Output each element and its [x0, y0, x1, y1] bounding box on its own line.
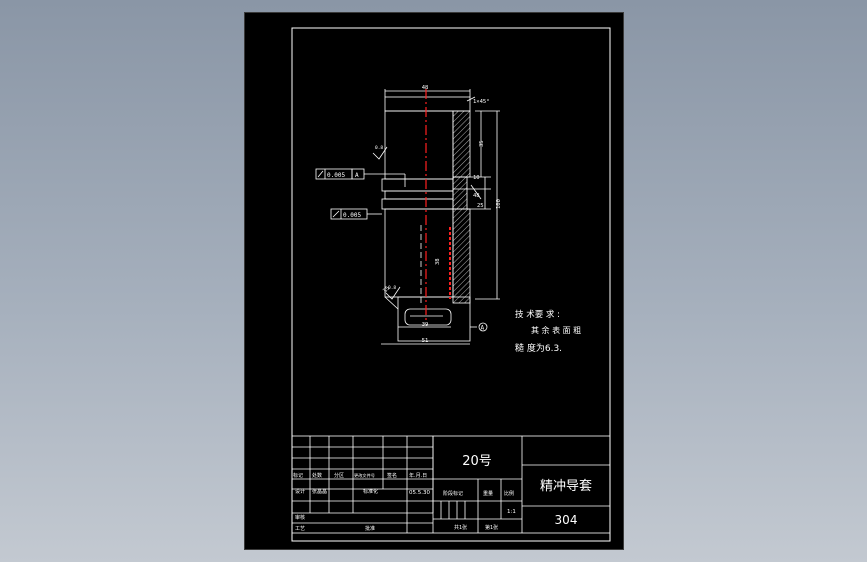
datum-label: A — [481, 325, 485, 332]
runout-value: 0.005 — [343, 212, 361, 219]
dim-base-width: 51 — [422, 338, 429, 344]
dim-inner-width: 39 — [422, 322, 429, 328]
tech-req-line2: 其 余 表 面 粗 — [531, 325, 581, 335]
drawing-frame — [291, 27, 611, 542]
tech-req-line3: 糙 度为6.3. — [515, 342, 562, 354]
scale-value: 1:1 — [507, 509, 516, 515]
weight-label: 重量 — [483, 490, 493, 497]
part-view — [372, 89, 500, 345]
section-hatch — [452, 110, 471, 304]
drawing-canvas: 48 1×45° 100 35 10 48 25 38 35 39 51 0.8… — [291, 27, 611, 542]
sheet-total: 共1张 — [454, 524, 467, 531]
flatness-datum: A — [355, 172, 359, 179]
dim-right-small-b: 48 — [473, 193, 480, 199]
dim-right-small-c: 25 — [477, 203, 484, 209]
dim-chamfer: 1×45° — [473, 99, 490, 105]
dim-bore: 38 — [435, 258, 441, 265]
design-label: 设计 — [295, 488, 305, 495]
roughness-a: 0.8 — [375, 145, 383, 151]
header-sign: 签名 — [387, 472, 397, 479]
drawing-number: 304 — [555, 513, 578, 527]
design-date: 05.5.30 — [409, 490, 430, 496]
flatness-frame — [315, 168, 406, 187]
dim-right-upper: 35 — [479, 140, 485, 147]
material: 20号 — [462, 454, 492, 469]
header-mark: 标记 — [293, 472, 303, 479]
process-label: 工艺 — [295, 526, 305, 532]
dim-right-small-a: 10 — [473, 175, 480, 181]
part-name: 精冲导套 — [540, 478, 592, 494]
dim-top-width: 48 — [422, 85, 429, 91]
runout-frame — [330, 208, 382, 220]
header-count: 处数 — [312, 472, 322, 479]
title-block-header-row: 标记 处数 分区 更改文件号 签名 年.月.日 — [293, 472, 427, 479]
stage-mark-label: 阶段标记 — [443, 490, 463, 497]
designer-name: 张晶晶 — [312, 488, 327, 495]
header-change-doc: 更改文件号 — [354, 472, 375, 479]
header-date: 年.月.日 — [409, 472, 427, 479]
dim-right-overall: 100 — [496, 199, 502, 209]
flatness-value: 0.005 — [327, 172, 345, 179]
scale-label: 比例 — [504, 490, 514, 497]
drawing-sheet: 48 1×45° 100 35 10 48 25 38 35 39 51 0.8… — [244, 12, 624, 550]
standardization-label: 标准化 — [363, 488, 378, 495]
review-label: 审核 — [295, 514, 305, 521]
tech-req-line1: 技 术要 求 : — [515, 309, 560, 320]
dim-left-chamfer: 35 — [382, 285, 391, 294]
roughness-b: 0.8 — [388, 285, 396, 291]
header-zone: 分区 — [334, 472, 344, 479]
sheet-current: 第1张 — [485, 524, 498, 531]
title-block — [291, 435, 611, 534]
approve-label: 批准 — [365, 525, 375, 532]
